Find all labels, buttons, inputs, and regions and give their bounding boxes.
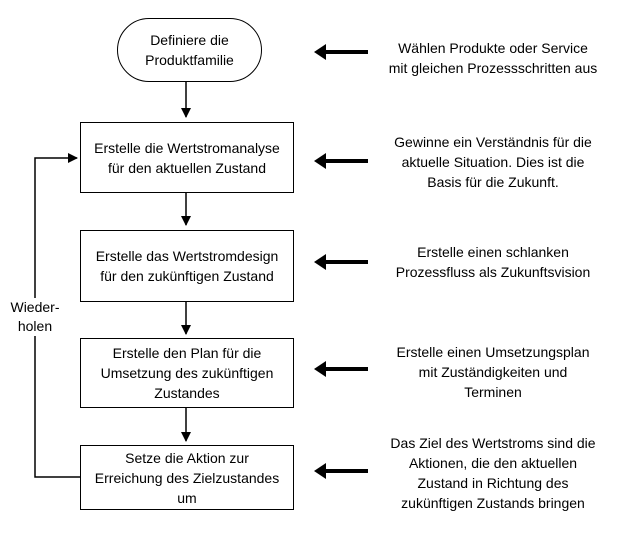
step-execute-actions: Setze die Aktion zur Erreichung des Ziel… <box>80 445 294 510</box>
note-future-state: Erstelle einen schlanken Prozessfluss al… <box>395 244 591 280</box>
step-current-state-map: Erstelle die Wertstromanalyse für den ak… <box>80 122 294 193</box>
step-implementation-plan: Erstelle den Plan für die Umsetzung des … <box>80 338 294 408</box>
note-implementation-plan: Erstelle einen Umsetzungsplan mit Zustän… <box>396 344 590 400</box>
step-label: Erstelle die Wertstromanalyse für den ak… <box>94 139 280 176</box>
step-label: Erstelle das Wertstromdesign für den zuk… <box>95 248 279 284</box>
note-product-family: Wählen Produkte oder Service mit gleiche… <box>388 40 598 76</box>
step-label: Erstelle den Plan für die Umsetzung des … <box>100 345 274 401</box>
note-execute-actions: Das Ziel des Wertstroms sind die Aktione… <box>390 435 596 511</box>
step-future-state-design: Erstelle das Wertstromdesign für den zuk… <box>80 230 294 302</box>
note-current-state: Gewinne ein Verständnis für die aktuelle… <box>394 134 592 190</box>
repeat-label: Wieder- holen <box>6 298 64 336</box>
step-label: Definiere die Produktfamilie <box>145 32 234 68</box>
step-label: Setze die Aktion zur Erreichung des Ziel… <box>94 449 280 506</box>
step-define-product-family: Definiere die Produktfamilie <box>117 18 262 82</box>
note-arrows <box>314 44 368 479</box>
